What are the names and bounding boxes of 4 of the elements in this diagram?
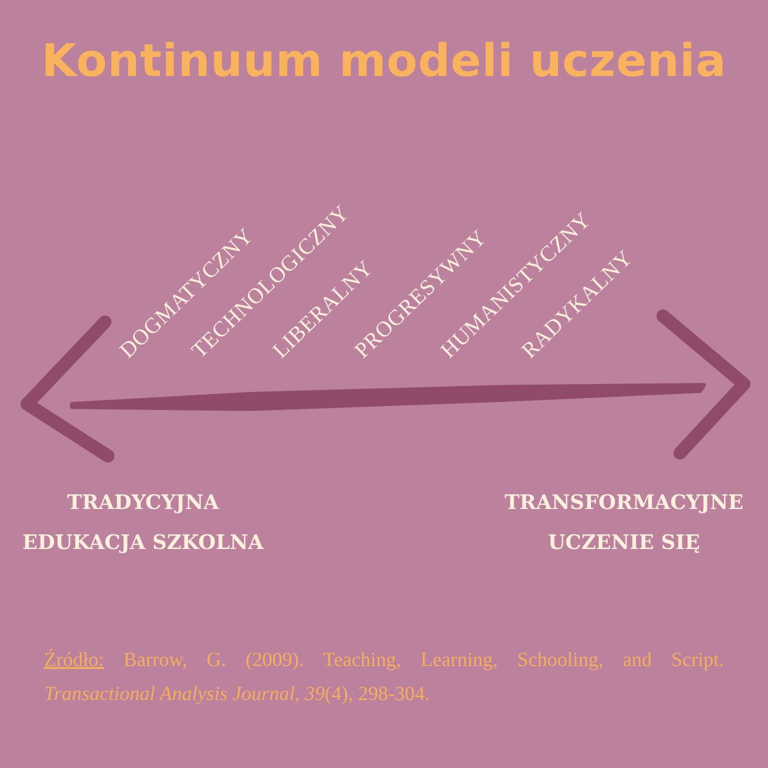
title: Kontinuum modeli uczenia [40,36,728,86]
source-citation: Źródło: Barrow, G. (2009). Teaching, Learning, Schooling, and Script. Transactional Analysis Journal, 39(4), 298-304. [44,648,724,707]
pole-label: TRADYCYJNA EDUKACJA SZKOLNA [21,489,265,556]
pole-label: TRANSFORMACYJNE UCZENIE SIĘ [504,489,744,556]
